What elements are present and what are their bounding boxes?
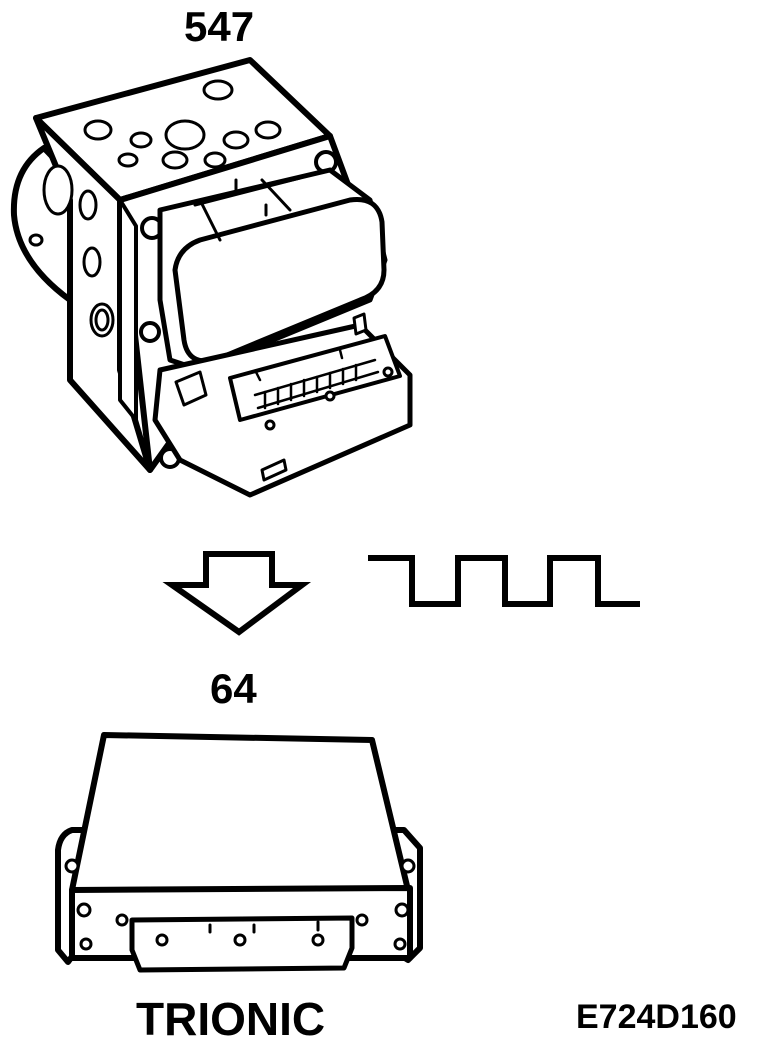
ecu-name-label: TRIONIC <box>136 993 326 1045</box>
abs-hydraulic-modulator-icon <box>14 60 410 495</box>
figure-reference-label: E724D160 <box>576 998 737 1036</box>
control-module-icon <box>58 735 420 970</box>
abs-unit-number-label: 547 <box>184 3 255 50</box>
down-arrow-icon <box>172 554 302 632</box>
ecu-number-label: 64 <box>210 665 257 712</box>
square-wave-signal-icon <box>368 558 640 604</box>
